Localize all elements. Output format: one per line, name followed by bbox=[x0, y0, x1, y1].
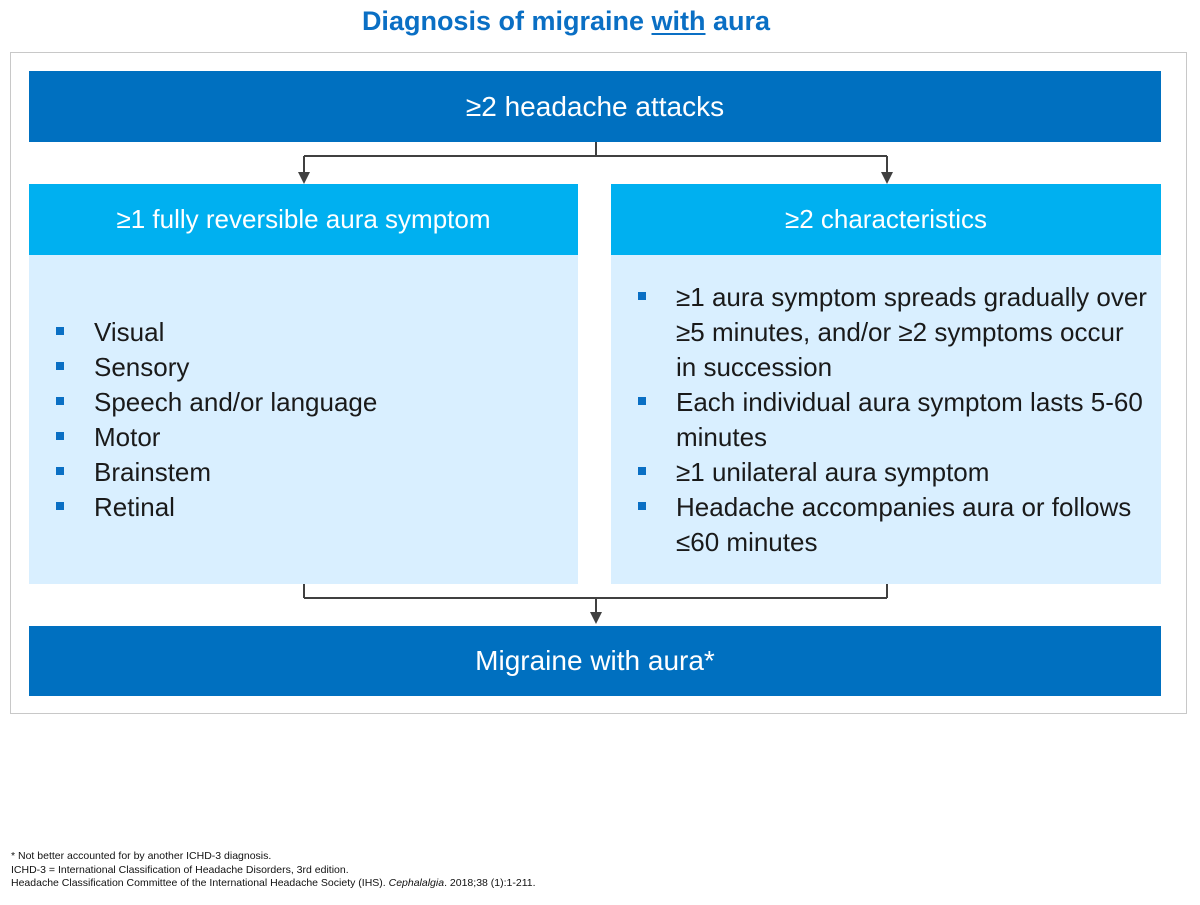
headache-attacks-box: ≥2 headache attacks bbox=[29, 71, 1161, 142]
migraine-with-aura-box: Migraine with aura* bbox=[29, 626, 1161, 696]
diagram-frame bbox=[10, 52, 1187, 714]
characteristics-header: ≥2 characteristics bbox=[611, 184, 1161, 255]
arrowhead-left bbox=[298, 172, 310, 184]
characteristics-header-label: ≥2 characteristics bbox=[784, 204, 988, 234]
reference-details: . 2018;38 (1):1-211. bbox=[444, 877, 536, 889]
aura-symptom-list-panel: Visual Sensory Speech and/or language Mo… bbox=[29, 255, 578, 584]
footnote-abbreviation: ICHD-3 = International Classification of… bbox=[11, 863, 349, 876]
title-suffix: aura bbox=[705, 6, 771, 36]
slide-title: Diagnosis of migraine with aura bbox=[0, 6, 1132, 37]
migraine-with-aura-label: Migraine with aura* bbox=[475, 645, 715, 676]
aura-symptom-list: Visual Sensory Speech and/or language Mo… bbox=[53, 315, 377, 525]
list-item: Sensory bbox=[53, 350, 377, 385]
list-item: Retinal bbox=[53, 490, 377, 525]
list-item: Headache accompanies aura or follows ≤60… bbox=[635, 490, 1151, 560]
list-item: Motor bbox=[53, 420, 377, 455]
list-item: Speech and/or language bbox=[53, 385, 377, 420]
arrowhead-bottom bbox=[590, 612, 602, 624]
title-underlined-word: with bbox=[651, 6, 706, 36]
list-item: ≥1 aura symptom spreads gradually over ≥… bbox=[635, 280, 1151, 385]
aura-symptom-header-label: ≥1 fully reversible aura symptom bbox=[116, 204, 491, 234]
characteristics-list-panel: ≥1 aura symptom spreads gradually over ≥… bbox=[611, 255, 1161, 584]
list-item: Visual bbox=[53, 315, 377, 350]
characteristics-list: ≥1 aura symptom spreads gradually over ≥… bbox=[635, 280, 1151, 560]
arrowhead-right bbox=[881, 172, 893, 184]
aura-symptom-header: ≥1 fully reversible aura symptom bbox=[29, 184, 578, 255]
headache-attacks-label: ≥2 headache attacks bbox=[465, 90, 725, 122]
list-item: Brainstem bbox=[53, 455, 377, 490]
footnote-reference: Headache Classification Committee of the… bbox=[11, 877, 1181, 891]
footnote-asterisk: * Not better accounted for by another IC… bbox=[11, 850, 272, 862]
reference-journal: Cephalalgia bbox=[388, 877, 445, 889]
footnotes: * Not better accounted for by another IC… bbox=[11, 850, 1181, 891]
list-item: ≥1 unilateral aura symptom bbox=[635, 455, 1151, 490]
list-item: Each individual aura symptom lasts 5-60 … bbox=[635, 385, 1151, 455]
title-prefix: Diagnosis of migraine bbox=[361, 6, 652, 36]
reference-authors: Headache Classification Committee of the… bbox=[11, 877, 389, 889]
